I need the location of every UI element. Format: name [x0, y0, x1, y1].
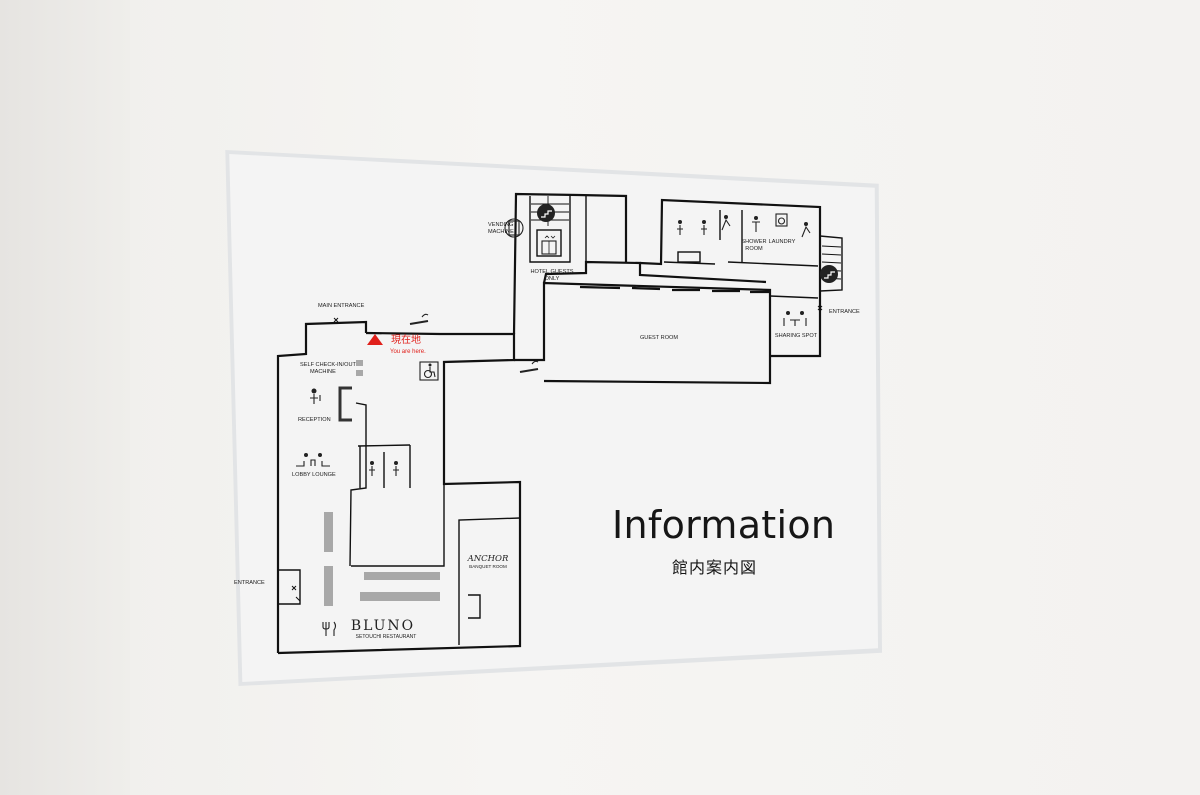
furniture — [324, 360, 440, 606]
stairway-sign-icon — [537, 204, 838, 283]
wall-shadow — [0, 0, 130, 795]
shower-room-label: SHOWER — [741, 239, 766, 245]
hotel-guests-label-line2: ONLY — [545, 276, 560, 282]
you-are-here-label-en: You are here. — [390, 349, 426, 355]
sharing-spot-label: SHARING SPOT — [775, 333, 818, 339]
east-wing-walls — [639, 198, 843, 358]
lobby-lounge-label: LOBBY LOUNGE — [292, 472, 336, 478]
sign-title: Information — [612, 503, 836, 547]
elevator-icon — [541, 235, 557, 255]
dashed-divider — [579, 285, 770, 294]
washing-machine-icon — [775, 213, 788, 227]
you-are-here-marker — [367, 334, 383, 345]
restroom-icon — [369, 220, 707, 476]
main-entrance-label: MAIN ENTRANCE — [318, 303, 365, 309]
smoking-icon — [409, 313, 539, 373]
self-checkin-label: SELF CHECK-IN/OUT — [300, 362, 357, 368]
laundry-label: LAUNDRY — [769, 239, 796, 245]
sign-subtitle: 館内案内図 — [672, 558, 758, 577]
entrance-east-label: ENTRANCE — [829, 309, 860, 315]
west-wing-walls — [276, 320, 522, 655]
anchor-label: ANCHOR — [467, 554, 509, 564]
entrance-door-icon — [291, 305, 823, 602]
wheelchair-icon — [419, 361, 439, 381]
vending-machine-label: VENDING — [488, 222, 514, 228]
vending-machine-icon — [504, 218, 524, 238]
self-checkin-label-line2: MACHINE — [310, 369, 336, 375]
lounge-sofa-icon — [296, 453, 330, 467]
setouchi-restaurant-label: SETOUCHI RESTAURANT — [356, 634, 417, 640]
vending-machine-label-line2: MACHINE — [488, 229, 514, 235]
hotel-guests-label: HOTEL GUESTS — [531, 269, 574, 275]
banquet-room-label: BANQUET ROOM — [469, 564, 507, 569]
shower-icon — [752, 216, 760, 232]
entrance-west-label: ENTRANCE — [234, 580, 265, 586]
reception-icon — [310, 388, 321, 404]
baby-care-icon — [721, 215, 811, 238]
bluno-label: BLUNO — [351, 618, 415, 634]
you-are-here-label-jp: 現在地 — [391, 333, 421, 346]
central-walls — [512, 192, 772, 385]
fork-knife-icon — [322, 621, 337, 636]
reception-label: RECEPTION — [298, 417, 331, 423]
sign-plate — [229, 154, 878, 682]
sharing-spot-icon — [783, 311, 807, 326]
guest-room-label: GUEST ROOM — [640, 335, 678, 341]
stairs-icon — [531, 196, 842, 280]
shower-room-label-line2: ROOM — [745, 246, 763, 252]
